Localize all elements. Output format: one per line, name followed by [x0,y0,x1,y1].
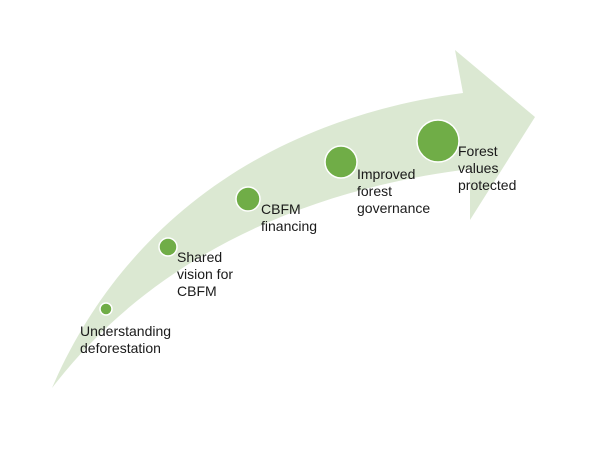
step-label-understanding-deforestation: Understanding deforestation [80,323,172,356]
curved-arrow [52,50,535,388]
milestone-dot-5 [416,119,460,163]
step-label-forest-values-protected: Forest values protected [458,143,517,193]
step-label-cbfm-financing: CBFM financing [261,201,318,234]
milestone-dot-3 [235,186,261,212]
step-label-improved-governance: Improved forest governance [357,166,431,216]
milestone-dot-2 [158,237,178,257]
milestone-dot-1 [99,302,113,316]
step-label-shared-vision: Shared vision for CBFM [177,249,234,299]
milestone-dot-4 [324,145,358,179]
